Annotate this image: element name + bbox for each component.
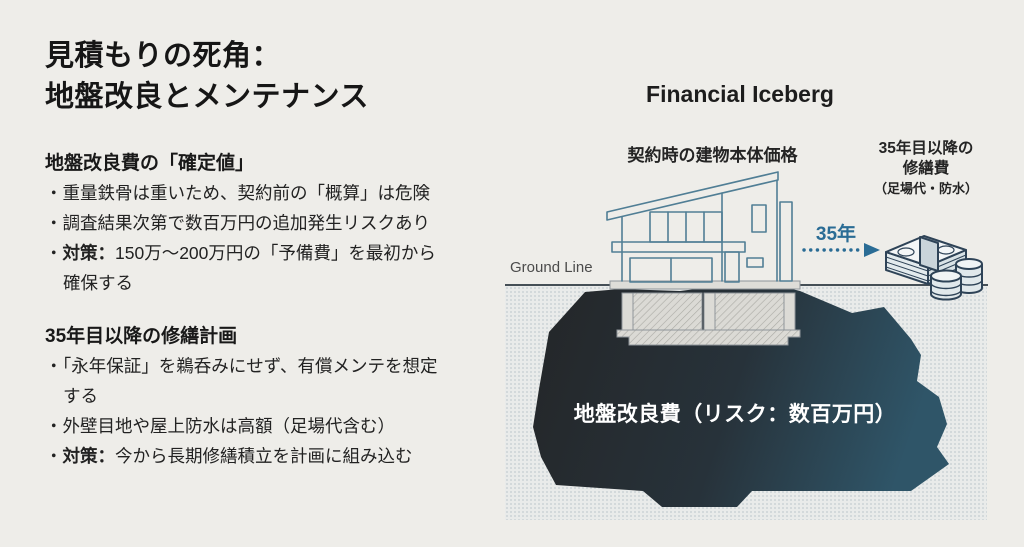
bullet-bold-prefix: 対策： (62, 446, 116, 466)
section-heading-ground-improvement: 地盤改良費の「確定値」 (45, 153, 255, 174)
repair-cost-label-line2: 修繕費 (902, 160, 950, 177)
iceberg-risk-label: 地盤改良費（リスク：数百万円） (573, 403, 897, 426)
list-item: ・重量鉄骨は重いため、契約前の「概算」は危険 (45, 178, 443, 208)
page-title-line1: 見積もりの死角： (45, 40, 282, 72)
bullet-text: 重量鉄骨は重いため、契約前の「概算」は危険 (62, 183, 431, 203)
bullet-marker: ・ (45, 183, 63, 203)
diagram-title: Financial Iceberg (646, 81, 834, 107)
years-label: 35年 (815, 224, 857, 245)
bullet-marker: ・ (45, 243, 63, 263)
bullet-text: 外壁目地や屋上防水は高額（足場代含む） (62, 416, 396, 436)
house-lines-group (606, 171, 793, 283)
ground-line-label: Ground Line (510, 259, 593, 276)
foundation-group (616, 292, 801, 346)
bullet-list-ground-improvement: ・重量鉄骨は重いため、契約前の「概算」は危険 ・調査結果次第で数百万円の追加発生… (45, 178, 443, 298)
repair-cost-label-line1: 35年目以降の (878, 140, 974, 157)
repair-cost-label: 35年目以降の 修繕費 （足場代・防水） (862, 139, 990, 199)
bullet-marker: ・ (45, 446, 63, 466)
section-heading-repair-plan: 35年目以降の修繕計画 (45, 326, 238, 347)
bullet-text: 今から長期修繕積立を計画に組み込む (115, 446, 413, 466)
list-item: ・対策：150万〜200万円の「予備費」を最初から確保する (45, 238, 443, 298)
bullet-list-repair-plan: ・「永年保証」を鵜呑みにせず、有償メンテを想定する ・外壁目地や屋上防水は高額（… (45, 351, 443, 471)
house-price-label: 契約時の建物本体価格 (627, 146, 798, 165)
bullet-marker: ・ (45, 356, 63, 376)
dotted-arrow-right-icon (802, 243, 880, 257)
bullet-text: 調査結果次第で数百万円の追加発生リスクあり (62, 213, 431, 233)
list-item: ・対策：今から長期修繕積立を計画に組み込む (45, 441, 443, 471)
repair-cost-label-line3: （足場代・防水） (873, 181, 978, 196)
bullet-bold-prefix: 対策： (62, 243, 116, 263)
list-item: ・外壁目地や屋上防水は高額（足場代含む） (45, 411, 443, 441)
bullet-marker: ・ (45, 416, 63, 436)
list-item: ・調査結果次第で数百万円の追加発生リスクあり (45, 208, 443, 238)
list-item: ・「永年保証」を鵜呑みにせず、有償メンテを想定する (45, 351, 443, 411)
page-title-line2: 地盤改良とメンテナンス (45, 81, 369, 113)
page-title: 見積もりの死角： 地盤改良とメンテナンス (45, 36, 515, 118)
bullet-marker: ・ (45, 213, 63, 233)
bullet-text: 150万〜200万円の「予備費」を最初から確保する (63, 243, 436, 293)
money-stack-icon (885, 235, 983, 301)
bullet-text: 「永年保証」を鵜呑みにせず、有償メンテを想定する (62, 356, 438, 406)
house-cross-section-illustration (606, 171, 801, 346)
